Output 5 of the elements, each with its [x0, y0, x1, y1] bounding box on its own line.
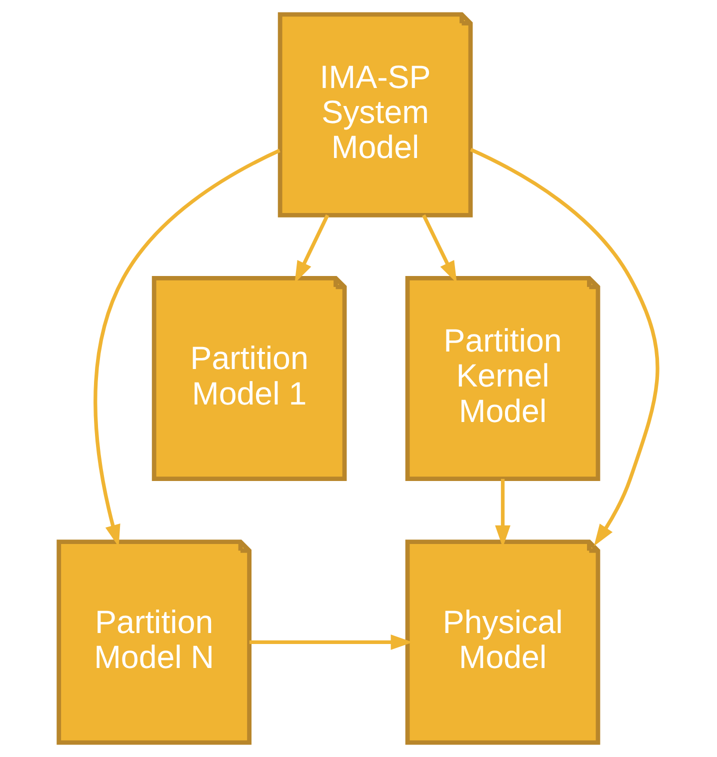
arrow [94, 148, 280, 547]
arrow [422, 214, 457, 284]
arrow [294, 214, 330, 284]
arrow [470, 148, 660, 546]
arrow [249, 634, 413, 650]
